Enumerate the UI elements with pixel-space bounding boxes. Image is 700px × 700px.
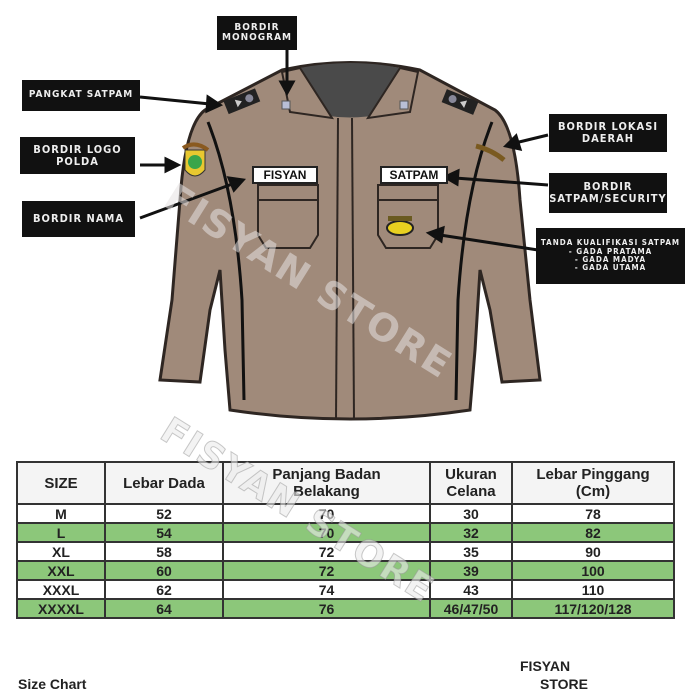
callout-bordir-lokasi-daerah: BORDIR LOKASI DAERAH <box>549 114 667 152</box>
cell: 64 <box>104 598 224 619</box>
cell: 46/47/50 <box>429 598 513 619</box>
cell-size: XL <box>16 541 106 562</box>
header-size: SIZE <box>16 461 106 505</box>
cell: 58 <box>104 541 224 562</box>
callout-line: - GADA PRATAMA <box>568 246 653 256</box>
cell: 32 <box>429 522 513 543</box>
name-tag: FISYAN <box>252 166 318 184</box>
header-text: Ukuran <box>445 466 497 483</box>
cell: 54 <box>104 522 224 543</box>
monogram-pin-left <box>281 100 291 110</box>
header-text: Lebar Pinggang <box>536 466 650 483</box>
callout-line: TANDA KUALIFIKASI SATPAM <box>540 238 681 248</box>
epaulette-left <box>223 88 261 115</box>
shirt-illustration <box>139 48 549 421</box>
lokasi-daerah-patch <box>475 143 506 162</box>
footer-size-chart-label: Size Chart <box>18 676 87 692</box>
callout-line: - GADA UTAMA <box>574 263 647 273</box>
cell: 70 <box>222 503 431 524</box>
cell: 100 <box>511 560 675 581</box>
header-lebar-pinggang: Lebar Pinggang(Cm) <box>511 461 675 505</box>
cell-size: XXXL <box>16 579 106 600</box>
kualifikasi-badge <box>386 216 414 236</box>
callout-line: BORDIR LOGO <box>33 142 122 156</box>
epaulette-right <box>441 89 479 115</box>
header-text: Belakang <box>293 483 360 500</box>
callout-line: MONOGRAM <box>221 32 292 43</box>
cell: 110 <box>511 579 675 600</box>
cell-size: L <box>16 522 106 543</box>
callout-bordir-monogram: BORDIR MONOGRAM <box>217 16 297 50</box>
cell: 70 <box>222 522 431 543</box>
cell: 52 <box>104 503 224 524</box>
cell: 60 <box>104 560 224 581</box>
shirt-body <box>158 61 542 421</box>
header-text: Celana <box>446 483 496 500</box>
cell: 74 <box>222 579 431 600</box>
callout-line: BORDIR <box>583 180 633 194</box>
callout-line: PANGKAT SATPAM <box>28 89 134 101</box>
callout-bordir-nama: BORDIR NAMA <box>22 201 135 237</box>
header-text: Panjang Badan <box>272 466 381 483</box>
callout-pangkat-satpam: PANGKAT SATPAM <box>22 80 140 111</box>
callout-line: - GADA MADYA <box>574 255 647 264</box>
callout-tanda-kualifikasi: TANDA KUALIFIKASI SATPAM - GADA PRATAMA … <box>536 228 685 284</box>
cell-size: XXXXL <box>16 598 106 619</box>
header-text: (Cm) <box>575 483 611 500</box>
cell-size: XXL <box>16 560 106 581</box>
callout-line: BORDIR LOKASI <box>558 120 658 134</box>
collar-inner <box>300 63 400 118</box>
monogram-pin-right <box>399 100 409 110</box>
header-lebar-dada: Lebar Dada <box>104 461 224 505</box>
cell: 76 <box>222 598 431 619</box>
callout-line: BORDIR NAMA <box>33 212 124 226</box>
cell: 72 <box>222 560 431 581</box>
cell: 117/120/128 <box>511 598 675 619</box>
cell: 39 <box>429 560 513 581</box>
satpam-tag: SATPAM <box>380 166 448 184</box>
footer-store-line2: STORE <box>540 676 588 692</box>
footer-store-line1: FISYAN <box>520 658 571 674</box>
callout-arrows <box>139 48 549 252</box>
cell-size: M <box>16 503 106 524</box>
callout-line: BORDIR <box>234 21 280 33</box>
cell: 82 <box>511 522 675 543</box>
cell: 78 <box>511 503 675 524</box>
footer-store-name: FISYAN STORE <box>520 657 588 693</box>
cell: 72 <box>222 541 431 562</box>
cell: 30 <box>429 503 513 524</box>
cell: 62 <box>104 579 224 600</box>
callout-line: POLDA <box>56 154 99 168</box>
callout-line: SATPAM/SECURITY <box>549 192 667 205</box>
callout-bordir-satpam-security: BORDIR SATPAM/SECURITY <box>549 173 667 213</box>
cell: 90 <box>511 541 675 562</box>
header-text: Lebar Dada <box>123 474 205 492</box>
cell: 43 <box>429 579 513 600</box>
header-text: SIZE <box>44 474 78 492</box>
cell: 35 <box>429 541 513 562</box>
callout-bordir-logo-polda: BORDIR LOGO POLDA <box>20 137 135 174</box>
callout-line: DAERAH <box>581 132 635 145</box>
polda-logo-patch <box>181 142 210 177</box>
